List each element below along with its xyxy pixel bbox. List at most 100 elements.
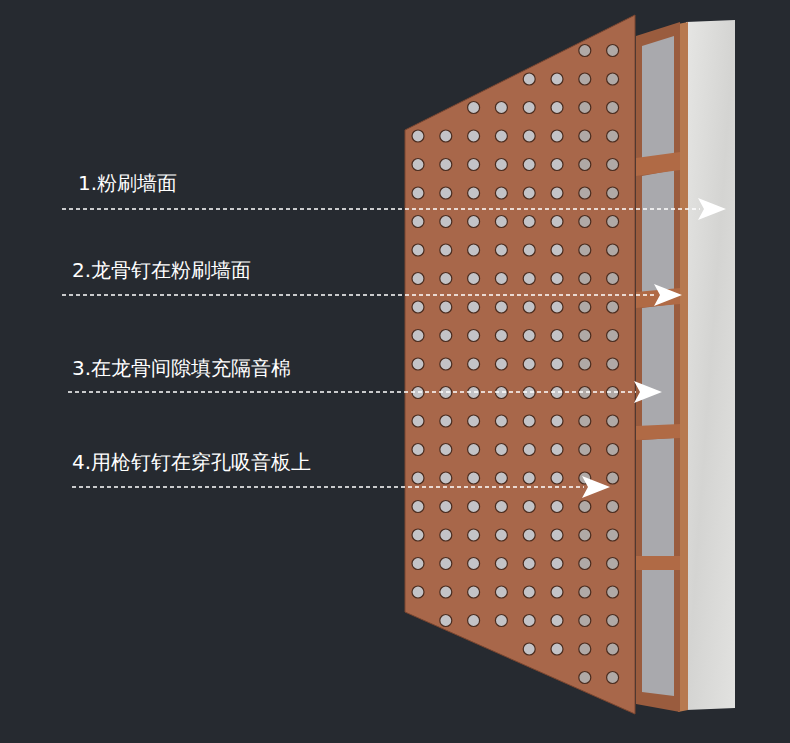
hole [440,558,452,570]
hole [551,501,563,513]
hole [495,330,507,342]
hole [551,358,563,370]
hole [579,273,591,285]
hole [440,501,452,513]
hole [551,159,563,171]
hole [440,216,452,228]
keel-batten [636,152,680,176]
hole [523,244,535,256]
hole [495,301,507,313]
hole [495,472,507,484]
hole [579,358,591,370]
hole [579,187,591,199]
hole [607,415,619,427]
hole [412,301,424,313]
hole [468,301,480,313]
hole [523,130,535,142]
hole [412,501,424,513]
hole [551,273,563,285]
hole [412,586,424,598]
hole [551,73,563,85]
hole [495,273,507,285]
insulation [642,570,674,696]
hole [551,529,563,541]
hole [440,301,452,313]
hole [468,444,480,456]
hole [579,130,591,142]
hole [468,102,480,114]
hole [523,73,535,85]
hole [495,444,507,456]
hole [523,472,535,484]
hole [551,615,563,627]
hole [607,187,619,199]
hole [551,216,563,228]
step-label: 4.用枪钉钉在穿孔吸音板上 [72,450,311,474]
hole [468,472,480,484]
hole [579,244,591,256]
hole [412,216,424,228]
hole [551,643,563,655]
hole [607,586,619,598]
hole [607,501,619,513]
hole [495,102,507,114]
hole [579,501,591,513]
hole [551,330,563,342]
hole [440,130,452,142]
hole [607,273,619,285]
hole [607,472,619,484]
hole [440,615,452,627]
hole [579,330,591,342]
hole [579,73,591,85]
hole [607,358,619,370]
hole [440,244,452,256]
hole [523,558,535,570]
step-label: 3.在龙骨间隙填充隔音棉 [72,356,291,380]
hole [440,586,452,598]
arrow-head [582,476,610,498]
hole [412,273,424,285]
hole [468,615,480,627]
insulation [642,304,674,428]
hole [551,444,563,456]
hole [495,216,507,228]
hole [607,45,619,57]
hole [579,159,591,171]
hole [523,273,535,285]
hole [440,159,452,171]
hole [607,444,619,456]
hole [412,415,424,427]
hole [495,358,507,370]
hole [495,529,507,541]
hole [523,586,535,598]
hole [607,73,619,85]
hole [551,187,563,199]
hole [551,130,563,142]
hole [523,444,535,456]
arrow-head [634,381,662,403]
hole [495,501,507,513]
hole [440,358,452,370]
hole [523,330,535,342]
hole [551,301,563,313]
step-label: 1.粉刷墙面 [78,171,177,195]
hole [579,415,591,427]
hole [607,130,619,142]
hole [607,615,619,627]
hole [579,558,591,570]
leader-line [62,294,656,296]
hole [412,244,424,256]
hole [523,301,535,313]
hole [579,672,591,684]
insulation [642,170,674,296]
hole [468,130,480,142]
hole [495,615,507,627]
step-label: 2.龙骨钉在粉刷墙面 [72,258,251,282]
hole [412,130,424,142]
hole [607,159,619,171]
hole [607,330,619,342]
leader-line [62,208,700,210]
hole [468,216,480,228]
hole [440,529,452,541]
hole [412,529,424,541]
